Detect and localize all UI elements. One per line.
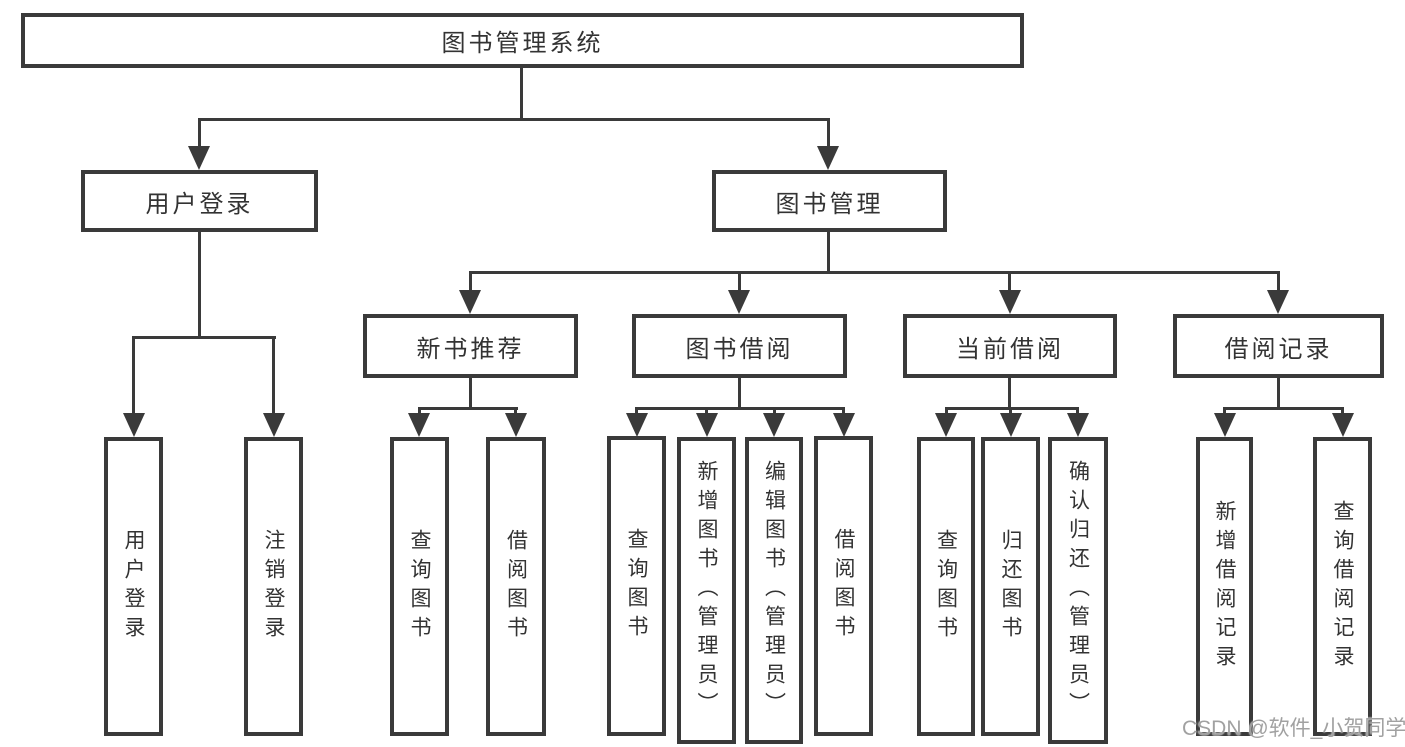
leaf-label: 用户登录 [122, 528, 145, 645]
leaf-label: 新增借阅记录 [1213, 499, 1236, 674]
node-label: 图书管理 [775, 190, 884, 218]
connector-arrowhead [696, 413, 718, 437]
connector-line [738, 378, 741, 410]
leaf-label: 查询图书 [408, 528, 431, 645]
connector-line [705, 407, 708, 417]
connector-line [418, 407, 421, 417]
connector-line [418, 407, 518, 410]
connector-arrowhead [505, 413, 527, 437]
leaf-label: 借阅图书 [504, 528, 528, 645]
connector-line [738, 271, 741, 295]
connector-line [198, 232, 201, 339]
connector-arrowhead [833, 413, 855, 437]
connector-line [945, 407, 948, 417]
connector-line [1277, 271, 1280, 295]
connector-arrowhead [999, 290, 1021, 314]
connector-line [1076, 407, 1079, 417]
leaf-logout: 注销登录 [244, 437, 303, 736]
connector-line [635, 407, 638, 417]
leaf-borrow-books-recommend: 借阅图书 [486, 437, 546, 736]
leaf-label: 查询借阅记录 [1331, 499, 1354, 674]
connector-line [198, 118, 201, 150]
leaf-query-borrow-record: 查询借阅记录 [1313, 437, 1372, 736]
connector-arrowhead [817, 146, 839, 170]
connector-line [469, 271, 472, 295]
node-user-login: 用户登录 [81, 170, 318, 232]
node-label: 借阅记录 [1224, 335, 1333, 363]
connector-line [1009, 407, 1012, 417]
connector-arrowhead [935, 413, 957, 437]
connector-line [1277, 378, 1280, 410]
connector-arrowhead [1000, 413, 1022, 437]
connector-line [514, 407, 517, 417]
connector-arrowhead [1067, 413, 1089, 437]
leaf-label: 归还图书 [999, 528, 1022, 645]
connector-line [198, 118, 830, 121]
leaf-query-books-current: 查询图书 [917, 437, 975, 736]
leaf-label: 新增图书（管理员） [695, 460, 718, 721]
leaf-query-books-borrow: 查询图书 [607, 436, 666, 736]
connector-line [1223, 407, 1226, 417]
connector-arrowhead [263, 413, 285, 437]
connector-arrowhead [728, 290, 750, 314]
node-label: 当前借阅 [956, 335, 1064, 363]
leaf-add-book-admin: 新增图书（管理员） [677, 437, 736, 744]
node-label: 用户登录 [145, 190, 254, 218]
csdn-watermark: CSDN @软件_小贺同学 [1182, 717, 1405, 740]
connector-arrowhead [188, 146, 210, 170]
leaf-edit-book-admin: 编辑图书（管理员） [745, 437, 803, 744]
connector-line [132, 336, 135, 416]
node-library-management-system: 图书管理系统 [21, 13, 1024, 68]
connector-line [827, 232, 830, 274]
connector-arrowhead [1332, 413, 1354, 437]
connector-line [272, 336, 275, 416]
connector-line [520, 68, 523, 120]
node-label: 图书借阅 [685, 335, 794, 363]
connector-line [842, 407, 845, 417]
connector-line [945, 407, 1079, 410]
connector-line [1223, 407, 1344, 410]
leaf-label: 注销登录 [262, 528, 285, 645]
leaf-user-login: 用户登录 [104, 437, 163, 736]
connector-line [773, 407, 776, 417]
node-label: 新书推荐 [416, 335, 525, 363]
connector-arrowhead [459, 290, 481, 314]
connector-arrowhead [763, 413, 785, 437]
leaf-return-books: 归还图书 [981, 437, 1040, 736]
connector-line [827, 118, 830, 150]
connector-line [1341, 407, 1344, 417]
leaf-label: 查询图书 [625, 528, 648, 644]
node-book-borrowing: 图书借阅 [632, 314, 847, 378]
leaf-add-borrow-record: 新增借阅记录 [1196, 437, 1253, 736]
node-label: 图书管理系统 [441, 30, 604, 57]
leaf-label: 编辑图书（管理员） [762, 460, 786, 721]
leaf-confirm-return-admin: 确认归还（管理员） [1048, 437, 1108, 744]
connector-line [469, 378, 472, 410]
connector-line [1008, 271, 1011, 295]
leaf-label: 借阅图书 [832, 528, 855, 644]
leaf-borrow-books-borrow: 借阅图书 [814, 436, 873, 736]
connector-arrowhead [1214, 413, 1236, 437]
leaf-label: 确认归还（管理员） [1066, 460, 1090, 721]
connector-arrowhead [408, 413, 430, 437]
connector-line [132, 336, 276, 339]
connector-arrowhead [1267, 290, 1289, 314]
connector-arrowhead [123, 413, 145, 437]
connector-line [469, 271, 1280, 274]
node-new-book-recommendation: 新书推荐 [363, 314, 578, 378]
leaf-query-books-recommend: 查询图书 [390, 437, 449, 736]
node-borrowing-records: 借阅记录 [1173, 314, 1384, 378]
leaf-label: 查询图书 [934, 528, 958, 645]
connector-arrowhead [626, 413, 648, 437]
node-book-management: 图书管理 [712, 170, 947, 232]
connector-line [1008, 378, 1011, 410]
node-current-borrowing: 当前借阅 [903, 314, 1117, 378]
connector-line [635, 407, 844, 410]
